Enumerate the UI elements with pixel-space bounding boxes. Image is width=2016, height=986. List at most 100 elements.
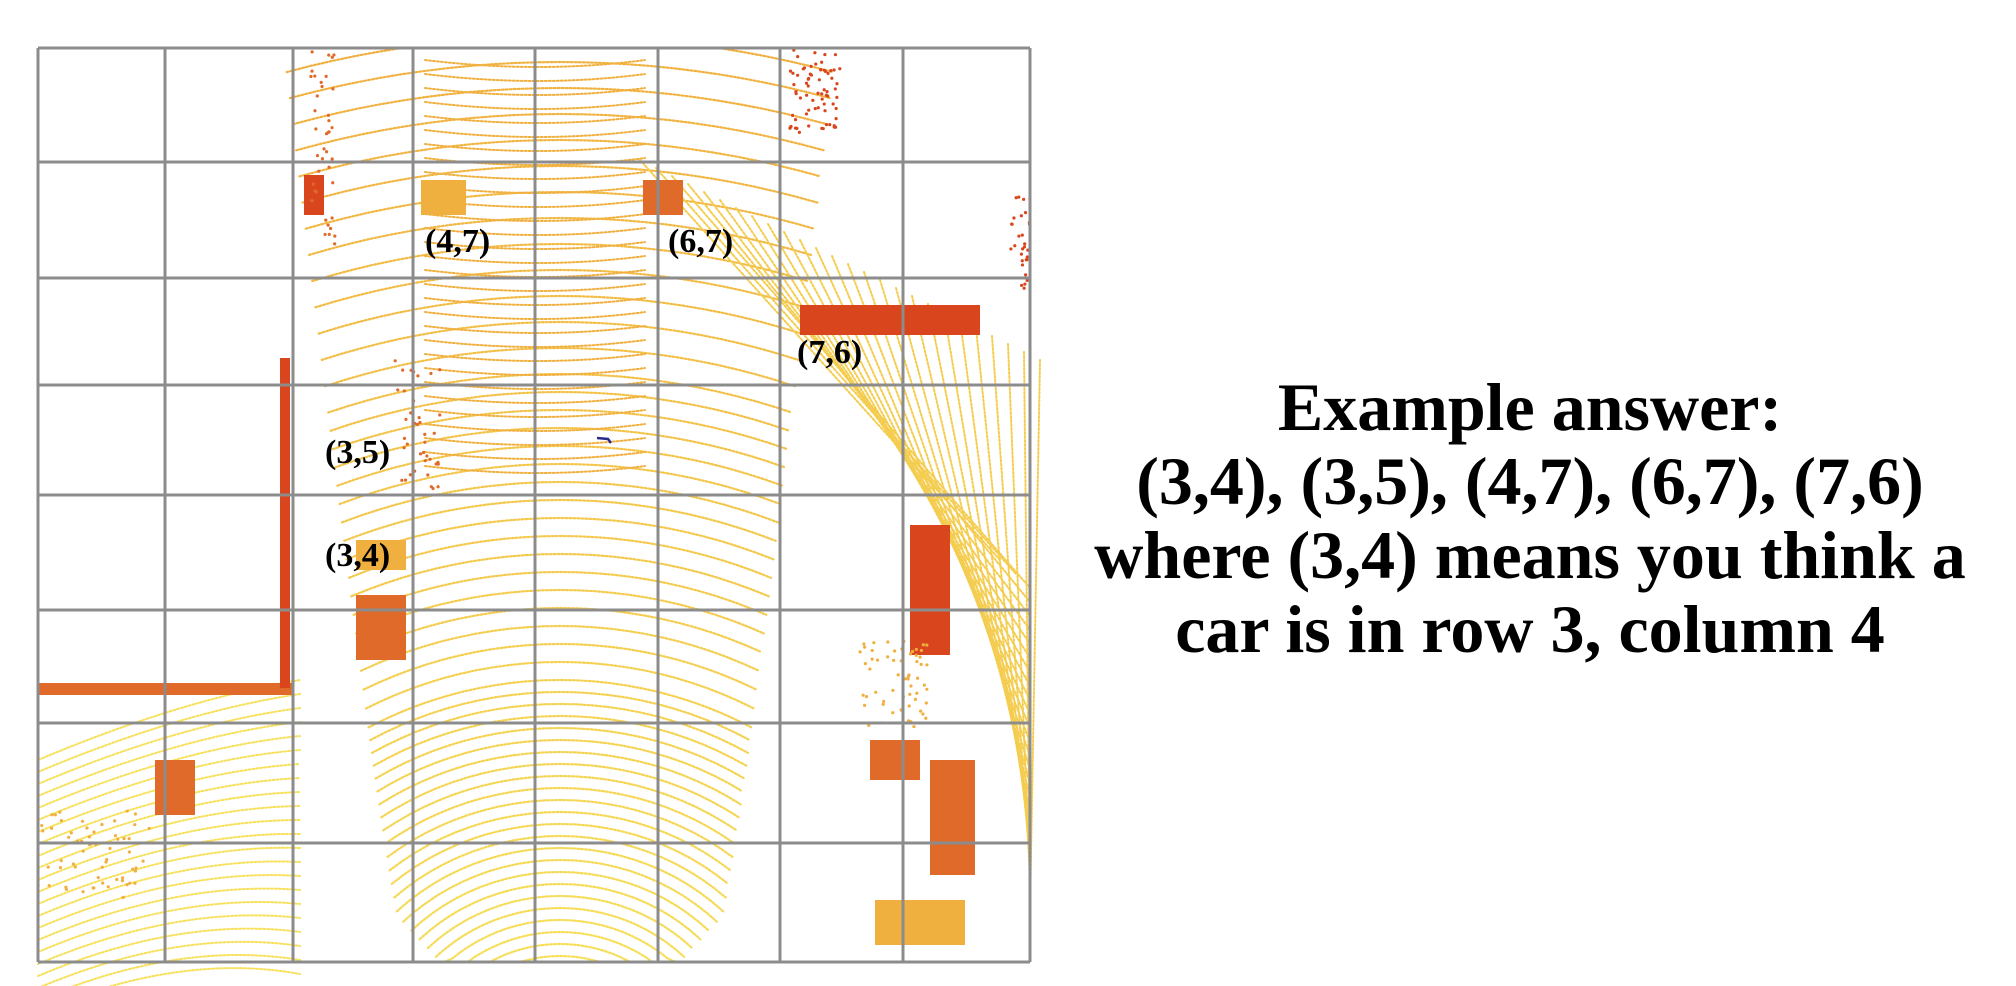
scatter-points	[918, 655, 922, 659]
scatter-points	[121, 895, 125, 899]
scatter-points	[115, 877, 119, 882]
scatter-points	[69, 831, 73, 835]
scatter-points	[326, 223, 330, 227]
scatter-points	[423, 432, 427, 436]
scan-ring	[395, 846, 725, 913]
scatter-points	[838, 67, 842, 71]
scatter-points	[834, 106, 838, 111]
scatter-points	[862, 703, 867, 707]
scatter-points	[807, 124, 811, 128]
scan-ring	[334, 426, 786, 469]
scan-line-left	[37, 860, 301, 917]
scatter-points	[789, 124, 793, 129]
scatter-points	[1010, 222, 1014, 226]
scatter-points	[120, 876, 125, 880]
scan-ring	[329, 390, 791, 432]
scatter-points	[59, 859, 63, 863]
scan-ring	[459, 942, 661, 964]
scan-line-top	[424, 437, 646, 446]
scatter-points	[423, 459, 427, 463]
scatter-points	[822, 102, 826, 106]
car-points	[643, 180, 683, 215]
scatter-points	[862, 642, 866, 646]
scan-line-top	[424, 409, 646, 418]
scatter-points	[906, 677, 910, 681]
scatter-points	[58, 810, 62, 814]
scan-ring	[364, 660, 756, 710]
scatter-points	[324, 132, 329, 136]
scan-line-right	[991, 335, 1031, 869]
example-answer: (3,4), (3,5), (4,7), (6,7), (7,6)	[1136, 443, 1924, 519]
scatter-points	[820, 126, 824, 130]
scatter-points	[886, 655, 890, 659]
scan-line-left	[37, 707, 301, 785]
scatter-points	[425, 454, 429, 458]
scan-ring	[426, 894, 694, 950]
scatter-points	[814, 62, 818, 66]
scatter-points	[100, 822, 104, 827]
scan-ring	[402, 858, 718, 923]
scatter-points	[796, 73, 800, 77]
scatter-points	[924, 701, 928, 705]
scatter-points	[913, 697, 918, 701]
scatter-points	[915, 691, 919, 695]
scatter-points	[797, 130, 802, 134]
scatter-points	[141, 859, 145, 863]
scan-line-top	[424, 241, 646, 250]
scatter-points	[822, 68, 826, 72]
scatter-points	[1023, 242, 1027, 246]
scatter-points	[40, 823, 44, 828]
scatter-points	[915, 659, 919, 664]
scatter-points	[919, 662, 923, 666]
scan-line-top	[424, 87, 646, 96]
scatter-points	[400, 478, 404, 482]
scatter-points	[807, 108, 811, 112]
scatter-points	[402, 436, 407, 440]
scatter-points	[835, 95, 839, 99]
cell-label: (4,7)	[425, 223, 490, 260]
scatter-points	[891, 688, 895, 692]
scan-line-right	[767, 223, 1031, 673]
scatter-points	[833, 53, 838, 57]
scatter-points	[830, 76, 834, 80]
scatter-points	[863, 661, 867, 666]
example-heading: Example answer:	[1277, 369, 1783, 445]
scan-ring	[362, 642, 758, 691]
scan-line-left	[37, 819, 301, 881]
scatter-points	[432, 431, 436, 435]
scatter-points	[924, 716, 928, 720]
scatter-points	[327, 119, 331, 123]
scan-line-left	[108, 967, 301, 986]
scan-ring	[301, 164, 819, 204]
scatter-points	[1025, 278, 1029, 282]
cell-label: (6,7)	[668, 223, 733, 260]
scatter-points	[1021, 247, 1025, 251]
scatter-points	[324, 218, 328, 222]
scatter-points	[327, 165, 331, 169]
scatter-points	[315, 154, 320, 158]
scan-line-left	[37, 901, 301, 953]
scatter-points	[813, 106, 817, 111]
scatter-points	[1020, 283, 1024, 287]
scatter-points	[87, 835, 92, 839]
scatter-points	[91, 886, 95, 890]
scatter-points	[311, 182, 315, 186]
scan-line-top	[424, 297, 646, 306]
scatter-points	[403, 478, 408, 482]
scatter-points	[919, 709, 923, 713]
scan-line-top	[424, 423, 646, 432]
scatter-points	[96, 875, 100, 880]
scan-line-top	[424, 325, 646, 334]
scatter-points	[81, 890, 85, 894]
scan-line-right	[847, 263, 1031, 743]
scatter-points	[1022, 197, 1026, 201]
scan-line-left	[37, 832, 301, 893]
scan-ring	[372, 714, 748, 767]
car-points	[304, 175, 324, 215]
scan-ring	[378, 750, 742, 806]
scan-ring	[357, 606, 763, 654]
scatter-points	[402, 389, 406, 393]
scatter-points	[67, 835, 71, 839]
scatter-points	[116, 837, 120, 841]
